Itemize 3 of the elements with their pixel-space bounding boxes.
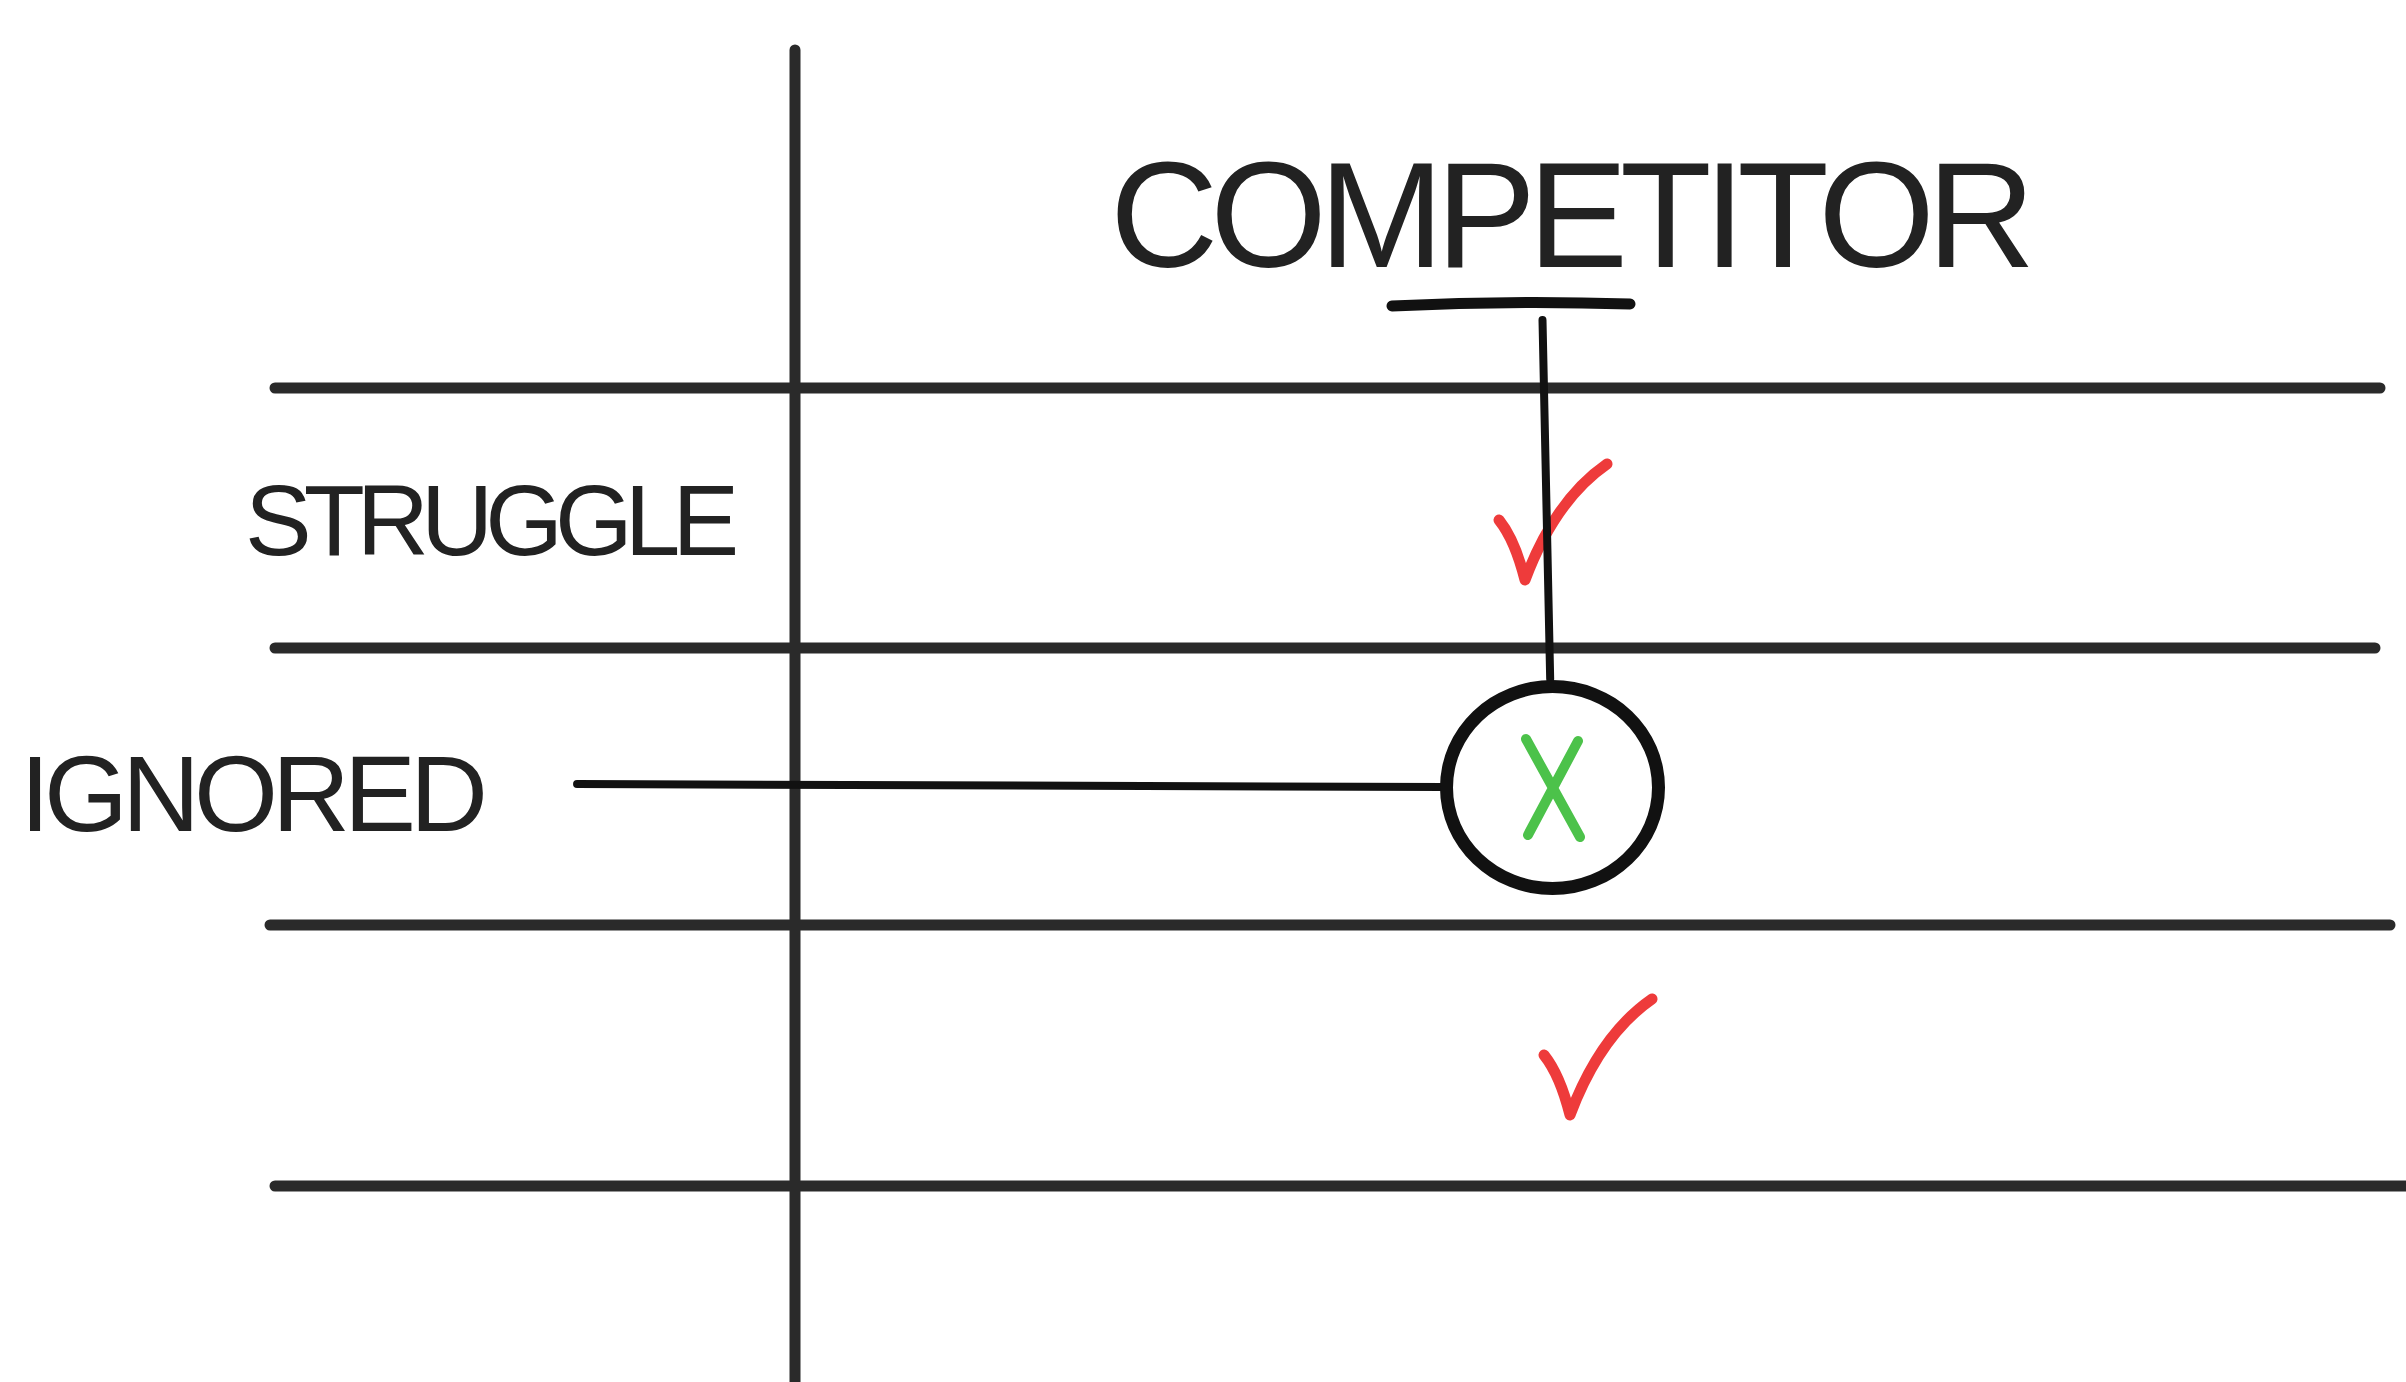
row-label: IGNORED bbox=[20, 740, 483, 848]
column-header: COMPETITOR bbox=[1110, 140, 2028, 290]
row-label: STRUGGLE bbox=[245, 470, 732, 570]
